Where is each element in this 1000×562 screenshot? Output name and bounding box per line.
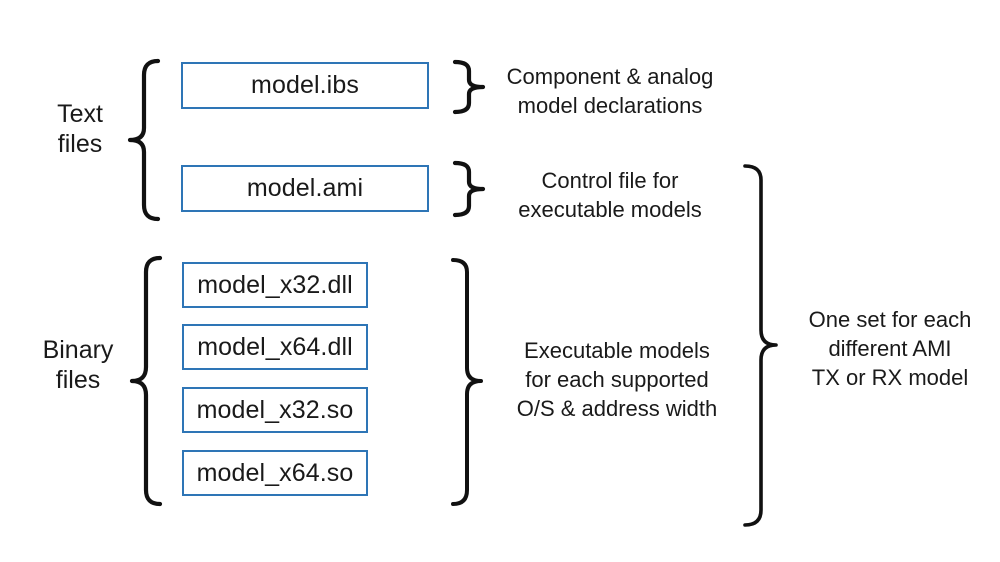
file-name-model-ami: model.ami [246,174,364,202]
group-label-binary-files: Binary files [42,336,114,394]
left-curly-brace-icon-binary-files [129,255,164,507]
annotation-component-analog-model-declarations: Component & analog model declarations [506,64,714,119]
file-name-model-x64-so: model_x64.so [196,458,354,487]
right-curly-brace-icon-ami [452,160,488,218]
file-name-model-x32-dll: model_x32.dll [197,270,353,299]
file-box-model-ami[interactable]: model.ami [181,165,429,212]
right-curly-brace-icon-ibs [452,59,488,115]
file-name-model-ibs: model.ibs [251,71,359,99]
left-curly-brace-icon-text-files [127,58,162,222]
file-box-model-ibs[interactable]: model.ibs [181,62,429,109]
annotation-control-file-for-executable-models: Control file for executable models [518,168,702,223]
annotation-executable-models-os-address-width: Executable models for each supported O/S… [516,338,718,422]
file-name-model-x32-so: model_x32.so [196,395,354,424]
file-box-model-x64-dll[interactable]: model_x64.dll [182,324,368,370]
right-curly-brace-icon-binary [450,257,486,507]
file-box-model-x32-so[interactable]: model_x32.so [182,387,368,433]
annotation-one-set-for-each-ami-model: One set for each different AMI TX or RX … [808,307,972,391]
file-name-model-x64-dll: model_x64.dll [197,332,353,361]
file-box-model-x32-dll[interactable]: model_x32.dll [182,262,368,308]
file-box-model-x64-so[interactable]: model_x64.so [182,450,368,496]
right-curly-brace-icon-overall [742,163,780,531]
group-label-text-files: Text files [57,100,103,158]
